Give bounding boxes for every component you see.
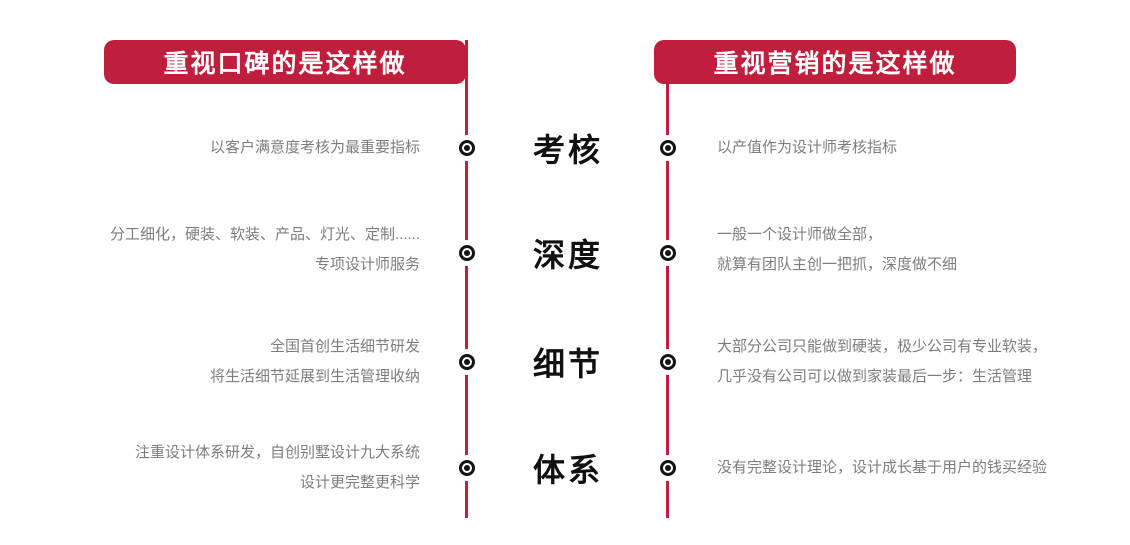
bullseye-icon [459,140,475,156]
left-point-1: 以客户满意度考核为最重要指标 [210,133,420,163]
left-point-4-line-2: 设计更完整更科学 [299,474,420,491]
bullseye-icon [459,460,475,476]
bullseye-icon [660,354,676,370]
right-point-2-line-2: 就算有团队主创一把抓，深度做不细 [717,256,958,273]
right-point-4: 没有完整设计理论，设计成长基于用户的钱买经验 [717,453,1047,483]
left-point-2-line-2: 专项设计师服务 [314,256,420,273]
left-point-3-line-1: 全国首创生活细节研发 [269,338,420,355]
right-point-2: 一般一个设计师做全部， 就算有团队主创一把抓，深度做不细 [717,220,957,280]
left-point-4-line-1: 注重设计体系研发，自创别墅设计九大系统 [134,444,420,461]
left-point-4: 注重设计体系研发，自创别墅设计九大系统 设计更完整更科学 [135,438,420,498]
category-label-depth: 深度 [532,237,604,273]
left-header-banner: 重视口碑的是这样做 [104,40,466,84]
right-point-3: 大部分公司只能做到硬装，极少公司有专业软装， 几乎没有公司可以做到家装最后一步：… [717,332,1047,392]
right-header-title: 重视营销的是这样做 [713,50,957,78]
right-point-2-line-1: 一般一个设计师做全部， [717,226,883,243]
bullseye-icon [660,245,676,261]
left-timeline-line [465,40,468,518]
right-point-4-line-1: 没有完整设计理论，设计成长基于用户的钱买经验 [717,459,1048,476]
left-point-2: 分工细化，硬装、软装、产品、灯光、定制...... 专项设计师服务 [110,220,420,280]
left-point-2-line-1: 分工细化，硬装、软装、产品、灯光、定制...... [109,226,420,243]
right-point-3-line-1: 大部分公司只能做到硬装，极少公司有专业软装， [717,338,1048,355]
right-timeline-line [666,40,669,518]
left-header-title: 重视口碑的是这样做 [163,50,407,78]
right-point-1: 以产值作为设计师考核指标 [717,133,897,163]
bullseye-icon [660,140,676,156]
right-header-banner: 重视营销的是这样做 [654,40,1016,84]
category-label-detail: 细节 [532,346,604,382]
right-point-1-line-1: 以产值作为设计师考核指标 [717,139,898,156]
left-point-3: 全国首创生活细节研发 将生活细节延展到生活管理收纳 [210,332,420,392]
right-point-3-line-2: 几乎没有公司可以做到家装最后一步：生活管理 [717,368,1033,385]
bullseye-icon [660,460,676,476]
bullseye-icon [459,354,475,370]
left-point-3-line-2: 将生活细节延展到生活管理收纳 [209,368,420,385]
left-point-1-line-1: 以客户满意度考核为最重要指标 [209,139,420,156]
category-label-assessment: 考核 [532,132,604,168]
bullseye-icon [459,245,475,261]
category-label-system: 体系 [532,452,604,488]
